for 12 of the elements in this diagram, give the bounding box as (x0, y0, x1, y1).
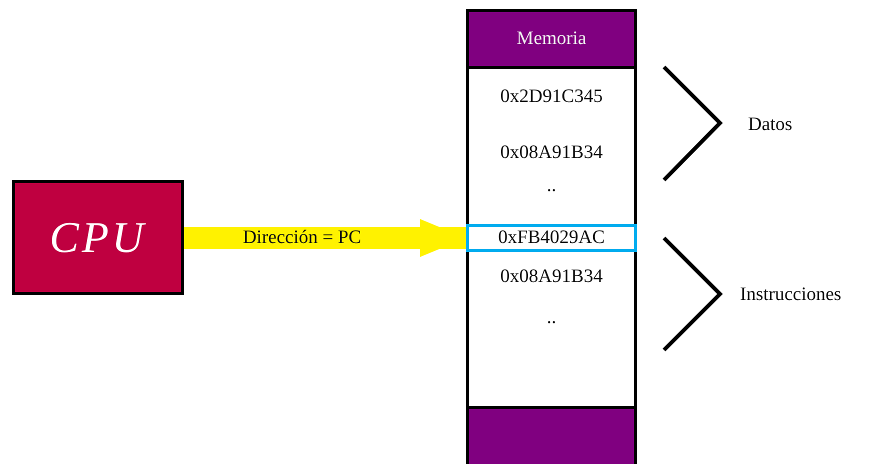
memory-bar (469, 406, 634, 464)
cpu-box: CPU (12, 180, 184, 295)
highlighted-memory-cell: 0xFB4029AC (466, 224, 637, 252)
memory-address: .. (469, 306, 634, 330)
memory-address: 0x08A91B34 (469, 141, 634, 165)
bracket-label: Instrucciones (740, 284, 842, 306)
memory-address: 0x08A91B34 (469, 265, 634, 289)
memory-address: 0x2D91C345 (469, 85, 634, 109)
memory-address: .. (469, 174, 634, 198)
memory-header: Memoria (469, 12, 634, 69)
memory-box (466, 9, 637, 464)
bracket-label: Datos (748, 114, 792, 136)
